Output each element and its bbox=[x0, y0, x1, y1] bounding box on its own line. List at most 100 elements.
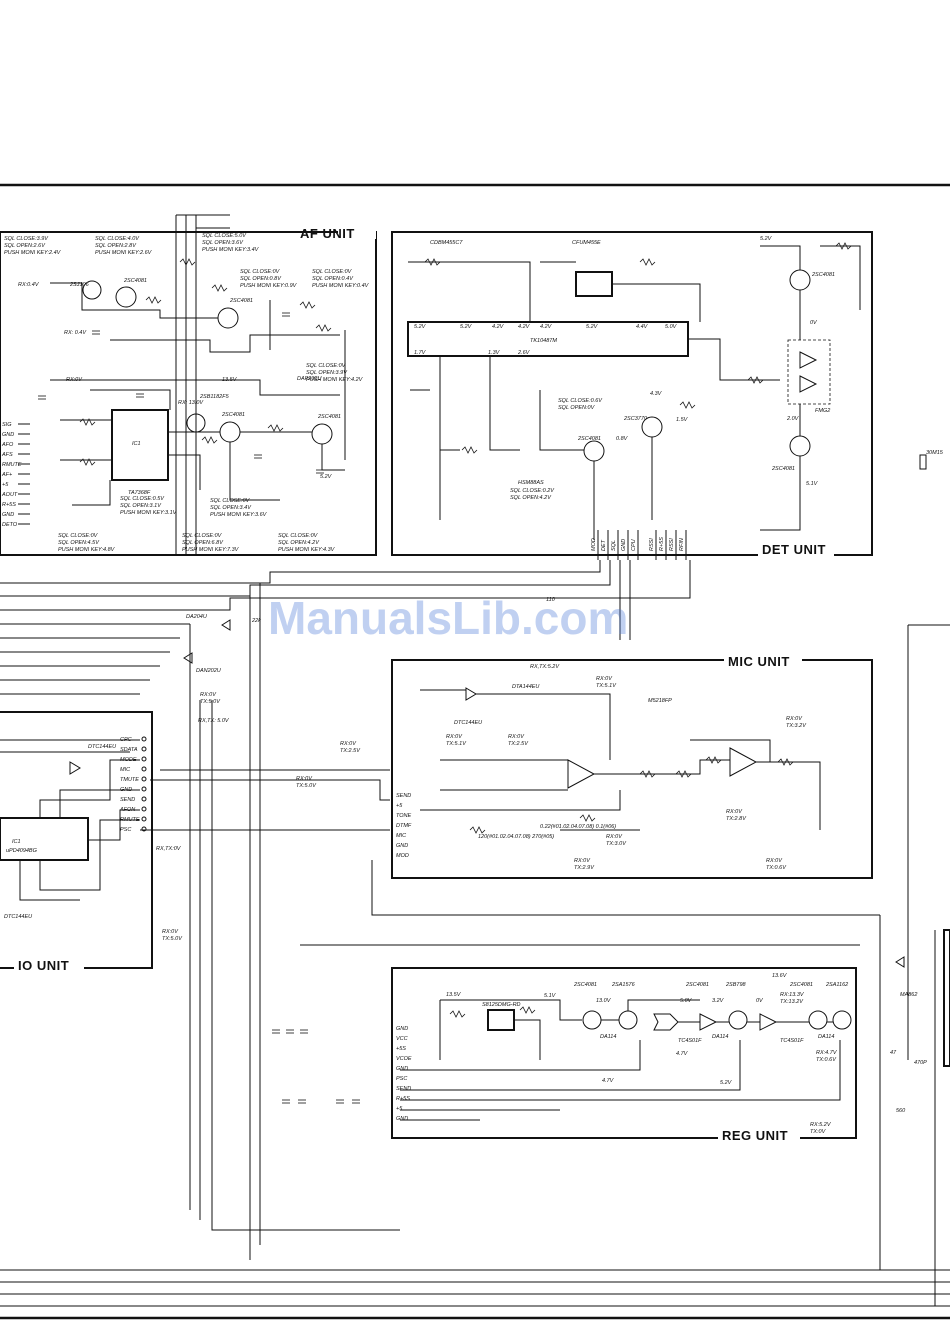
reg-cond-4: RX:5.2V bbox=[810, 1122, 832, 1128]
mic-d2: DTA144EU bbox=[512, 684, 539, 690]
reg-pin-7: R+5S bbox=[396, 1096, 410, 1102]
io-cond-7: RX,TX:0V bbox=[156, 846, 182, 852]
mic-pin-2: TONE bbox=[396, 813, 412, 819]
reg-ic3: TC4S01F bbox=[780, 1038, 804, 1044]
io-pin-1: SDATA bbox=[120, 747, 138, 753]
det-cond-2: SQL CLOSE:0.2V bbox=[510, 488, 555, 494]
det-unit: DET UNIT TK10487M CDBM455C7 CFUM455E 5.2… bbox=[391, 231, 873, 560]
af-cond-23: PUSH MONI KEY:3.6V bbox=[210, 512, 268, 518]
reg-cond-1: TX:13.2V bbox=[780, 999, 804, 1005]
mic-cond-13: RX:0V bbox=[574, 858, 591, 864]
io-unit: IO UNIT IC1 uPD4094BG DTC144EU DTC144EU … bbox=[0, 692, 361, 973]
reg-cond-3: TX:0.6V bbox=[816, 1057, 837, 1063]
det-v-11: 4.3V bbox=[650, 391, 663, 397]
mic-pin-1: +5 bbox=[396, 803, 403, 809]
reg-cond-0: RX:13.3V bbox=[780, 992, 805, 998]
reg-unit-label: REG UNIT bbox=[722, 1128, 788, 1143]
det-q6: 2SC4081 bbox=[771, 466, 795, 472]
af-pin-4: RMUTE bbox=[2, 462, 22, 468]
reg-pin-5: PSC bbox=[396, 1076, 407, 1082]
reg-v-7: 4.7V bbox=[602, 1078, 615, 1084]
det-pin-1: DET bbox=[601, 539, 607, 551]
af-pin-7: AOUT bbox=[1, 492, 18, 498]
mic-opamp-a bbox=[567, 759, 596, 789]
det-pin-8: RFIN bbox=[679, 538, 685, 551]
misc-r35: 47 bbox=[890, 1050, 897, 1056]
af-cond-15: SQL CLOSE:0V bbox=[306, 363, 347, 369]
af-cond-3: SQL CLOSE:4.0V bbox=[95, 236, 140, 242]
reg-v-2: 13.0V bbox=[596, 998, 612, 1004]
af-ic1-part: TA7368F bbox=[128, 490, 151, 496]
af-cond-10: SQL OPEN:0.8V bbox=[240, 276, 282, 282]
af-misc-2: RX:0V bbox=[66, 377, 83, 383]
af-cond-12: SQL CLOSE:0V bbox=[312, 269, 353, 275]
io-cond-0: RX:0V bbox=[200, 692, 217, 698]
io-q1: DTC144EU bbox=[88, 744, 116, 750]
io-pin-8: RMUTE bbox=[120, 817, 140, 823]
det-pin-6: R+5S bbox=[659, 537, 665, 551]
reg-pin-6: SEND bbox=[396, 1086, 411, 1092]
af-misc-0: RX:0.4V bbox=[18, 282, 40, 288]
af-cond-31: SQL OPEN:4.2V bbox=[278, 540, 320, 546]
io-cond-4: TX:2.5V bbox=[340, 748, 361, 754]
af-cond-22: SQL OPEN:3.4V bbox=[210, 505, 252, 511]
det-q5: FMG2 bbox=[815, 408, 830, 414]
af-unit-box bbox=[0, 231, 377, 556]
det-pin-4: CPU bbox=[631, 539, 637, 551]
misc-r28: 560 bbox=[896, 1108, 906, 1114]
misc-d2: DA204U bbox=[186, 614, 207, 620]
reg-v-9: 5.2V bbox=[720, 1080, 733, 1086]
reg-pin-9: GND bbox=[396, 1116, 408, 1122]
af-cond-32: PUSH MONI KEY:4.3V bbox=[278, 547, 336, 553]
af-pin-6: +5 bbox=[2, 482, 9, 488]
io-pin-5: GND bbox=[120, 787, 132, 793]
det-v-9: 1.3V bbox=[488, 350, 501, 356]
io-q2: DTC144EU bbox=[4, 914, 32, 920]
det-v-3: 4.2V bbox=[518, 324, 531, 330]
af-cond-9: SQL CLOSE:0V bbox=[240, 269, 281, 275]
mic-cond-7: RX:0V bbox=[786, 716, 803, 722]
af-cond-5: PUSH MONI KEY:2.6V bbox=[95, 250, 153, 256]
det-q3: 2SC4081 bbox=[811, 272, 835, 278]
af-cond-2: PUSH MONI KEY:2.4V bbox=[4, 250, 62, 256]
det-unit-box bbox=[391, 231, 873, 556]
misc-c59: 470P bbox=[914, 1060, 927, 1066]
af-misc-1: RX: 0.4V bbox=[64, 330, 87, 336]
mic-opamp-b bbox=[729, 747, 758, 777]
af-q4: 2SB1182F5 bbox=[199, 394, 230, 400]
det-v-6: 4.4V bbox=[636, 324, 649, 330]
det-ic1-part: TK10487M bbox=[530, 338, 557, 344]
af-cond-26: PUSH MONI KEY:4.8V bbox=[58, 547, 116, 553]
af-cond-14: PUSH MONI KEY:0.4V bbox=[312, 283, 370, 289]
io-cond-3: RX:0V bbox=[340, 741, 357, 747]
mic-r4-note: 120(#01.02.04.07.08) 270(#05) bbox=[478, 834, 554, 840]
mic-q1: DTC144EU bbox=[454, 720, 482, 726]
af-connector: SIG GND AFO AFS RMUTE AF+ +5 AOUT R+5S G… bbox=[1, 422, 30, 528]
reg-unit: REG UNIT S8125DMG-RD TC4S01F TC4S01F 2SC… bbox=[272, 967, 857, 1143]
af-cond-25: SQL OPEN:4.5V bbox=[58, 540, 100, 546]
reg-t-1: 2SA1576 bbox=[611, 982, 636, 988]
af-cond-24: SQL CLOSE:0V bbox=[58, 533, 99, 539]
det-connector: MOD DET SQL GND CPU RSSI R+5S RSSI RFIN bbox=[591, 530, 687, 560]
det-cond-0: SQL CLOSE:0.6V bbox=[558, 398, 603, 404]
io-cond-2: RX,TX: 5.0V bbox=[198, 718, 230, 724]
det-v-5: 5.2V bbox=[586, 324, 599, 330]
misc-d8: DAN202U bbox=[196, 668, 221, 674]
det-d1: HSM88AS bbox=[518, 480, 544, 486]
af-misc-4: 13.5V bbox=[222, 377, 238, 383]
det-pin-5: RSSI bbox=[649, 538, 655, 551]
io-connector: CPC SDATA MODE MIC TMUTE GND SEND AFON R… bbox=[119, 736, 147, 833]
watermark: ManualsLib.com bbox=[268, 592, 628, 644]
af-cond-29: PUSH MONI KEY:7.3V bbox=[182, 547, 240, 553]
det-v-8: 1.7V bbox=[414, 350, 427, 356]
det-x1: CDBM455C7 bbox=[430, 240, 463, 246]
reg-cond-5: TX:0V bbox=[810, 1129, 827, 1135]
reg-d-0: DA114 bbox=[600, 1034, 616, 1040]
af-cond-1: SQL OPEN:2.6V bbox=[4, 243, 46, 249]
af-cond-6: SQL CLOSE:5.0V bbox=[202, 233, 247, 239]
mic-unit-label: MIC UNIT bbox=[728, 654, 790, 669]
det-cond-1: SQL OPEN:0V bbox=[558, 405, 596, 411]
af-cond-13: SQL OPEN:0.4V bbox=[312, 276, 354, 282]
mic-cond-1: RX:0V bbox=[596, 676, 613, 682]
af-pin-0: SIG bbox=[2, 422, 12, 428]
